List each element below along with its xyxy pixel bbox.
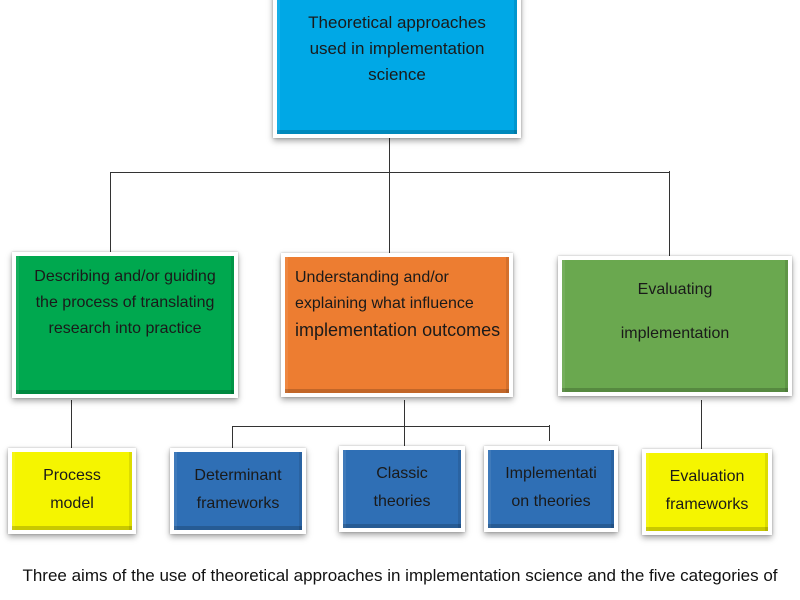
category-node-label: Determinant frameworks [174, 452, 302, 518]
category-node-classic-theories: Classic theories [339, 446, 465, 532]
connector-to-determinant [232, 426, 233, 448]
category-node-process-model: Process model [8, 448, 136, 534]
aim-node-describing: Describing and/or guiding the process of… [12, 252, 238, 398]
category-2-line-2: frameworks [196, 495, 280, 512]
category-4-line-2: on theories [511, 493, 591, 510]
category-5-line-2: frameworks [665, 496, 749, 513]
aim-1-line-2: the process of translating [35, 294, 215, 311]
connector-aim-2-down [404, 400, 405, 446]
category-node-label: Classic theories [343, 450, 461, 516]
connector-to-aim-2 [389, 172, 390, 255]
aim-2-line-3: implementation outcomes [295, 320, 501, 340]
category-4-line-1: Implementati [505, 465, 597, 482]
aim-node-evaluating: Evaluating implementation [558, 256, 792, 396]
category-node-label: Evaluation frameworks [646, 453, 768, 519]
connector-aim-3-to-evaluation [701, 400, 702, 450]
root-node: Theoretical approaches used in implement… [273, 0, 521, 138]
aim-node-label: Evaluating implementation [562, 260, 788, 356]
root-line-1: Theoretical approaches [308, 13, 486, 32]
category-node-implementation-theories: Implementati on theories [484, 446, 618, 532]
aim-node-label: Describing and/or guiding the process of… [16, 256, 234, 342]
root-line-3: science [368, 65, 426, 84]
aim-2-line-2: explaining what influence [295, 295, 474, 312]
aim-1-line-1: Describing and/or guiding [34, 268, 216, 285]
connector-bottom-horizontal [232, 426, 550, 427]
connector-aim-1-to-process [71, 400, 72, 450]
root-node-label: Theoretical approaches used in implement… [277, 0, 517, 88]
category-node-evaluation-frameworks: Evaluation frameworks [642, 449, 772, 535]
aim-3-line-2: implementation [620, 325, 730, 342]
figure-caption: Three aims of the use of theoretical app… [22, 566, 778, 585]
connector-to-implementation [549, 425, 550, 441]
category-3-line-2: theories [373, 493, 431, 510]
connector-to-aim-3 [669, 171, 670, 257]
category-3-line-1: Classic [376, 465, 428, 482]
connector-top-horizontal [110, 172, 670, 173]
aim-node-understanding: Understanding and/or explaining what inf… [281, 253, 513, 397]
connector-root-down [389, 138, 390, 173]
aim-1-line-3: research into practice [48, 320, 202, 337]
category-1-line-1: Process [43, 467, 101, 484]
root-line-2: used in implementation [309, 39, 485, 58]
category-5-line-1: Evaluation [669, 468, 745, 485]
category-2-line-1: Determinant [194, 467, 282, 484]
connector-to-aim-1 [110, 172, 111, 254]
category-node-label: Process model [12, 452, 132, 518]
aim-node-label: Understanding and/or explaining what inf… [285, 257, 509, 343]
category-1-line-2: model [50, 495, 94, 512]
aim-3-line-1: Evaluating [637, 281, 713, 298]
category-node-label: Implementati on theories [488, 450, 614, 516]
category-node-determinant-frameworks: Determinant frameworks [170, 448, 306, 534]
aim-2-line-1: Understanding and/or [295, 269, 449, 286]
